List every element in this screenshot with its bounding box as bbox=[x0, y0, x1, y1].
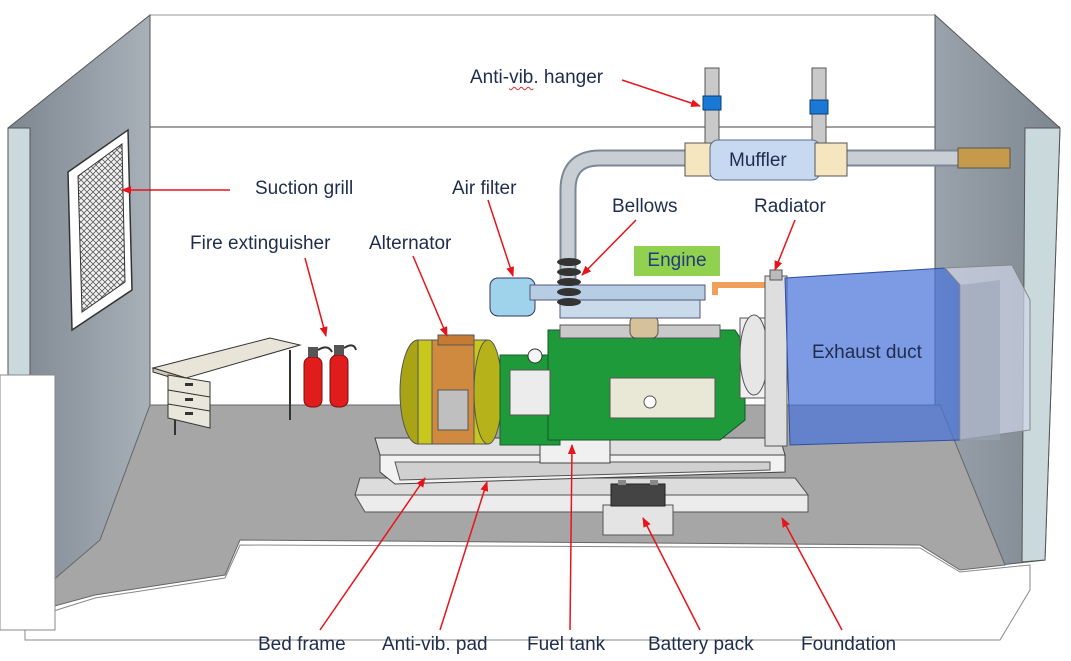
muffler bbox=[684, 67, 848, 181]
arrow-anti-vib-pad bbox=[439, 481, 489, 631]
suction-grill bbox=[67, 128, 133, 332]
arrow-battery-pack bbox=[642, 517, 701, 631]
label-air-filter: Air filter bbox=[452, 178, 517, 199]
bellows bbox=[557, 258, 581, 306]
arrow-fuel-tank bbox=[567, 444, 576, 631]
label-anti-vib-hanger: Anti-vib. hanger bbox=[470, 67, 603, 89]
label-muffler: Muffler bbox=[729, 150, 787, 171]
arrow-fire-extinguisher bbox=[304, 257, 328, 337]
exhaust-duct bbox=[784, 264, 1031, 446]
label-anti-vib-pad: Anti-vib. pad bbox=[382, 634, 488, 655]
label-anti-vib-hanger-part3: . hanger bbox=[533, 67, 604, 88]
label-battery-pack: Battery pack bbox=[648, 634, 754, 655]
label-radiator: Radiator bbox=[754, 196, 826, 217]
label-anti-vib-hanger-part1: Anti- bbox=[470, 67, 510, 88]
exhaust-pipe bbox=[559, 147, 1011, 280]
air-filter bbox=[489, 277, 706, 319]
label-exhaust-duct: Exhaust duct bbox=[812, 342, 922, 363]
arrow-bellows bbox=[581, 219, 637, 276]
label-suction-grill: Suction grill bbox=[255, 178, 354, 199]
arrow-bed-frame bbox=[319, 477, 426, 631]
arrow-foundation bbox=[781, 517, 843, 631]
arrow-air-filter bbox=[487, 199, 514, 277]
label-alternator: Alternator bbox=[369, 233, 452, 254]
label-bed-frame: Bed frame bbox=[258, 634, 346, 655]
label-foundation: Foundation bbox=[801, 634, 897, 655]
label-bellows: Bellows bbox=[612, 196, 678, 217]
engine bbox=[509, 314, 771, 441]
label-fuel-tank: Fuel tank bbox=[527, 634, 606, 655]
label-engine: Engine bbox=[634, 246, 720, 276]
foundation bbox=[354, 477, 810, 513]
desk bbox=[151, 337, 302, 435]
leader-arrows bbox=[121, 79, 843, 631]
arrow-alternator bbox=[412, 255, 448, 337]
label-anti-vib-hanger-part2: vib bbox=[509, 67, 534, 88]
fire-extinguishers bbox=[303, 344, 357, 408]
label-fire-extinguisher: Fire extinguisher bbox=[190, 233, 331, 254]
arrow-anti-vib-hanger bbox=[621, 79, 701, 107]
battery-pack bbox=[602, 480, 674, 536]
arrow-radiator bbox=[774, 219, 796, 271]
